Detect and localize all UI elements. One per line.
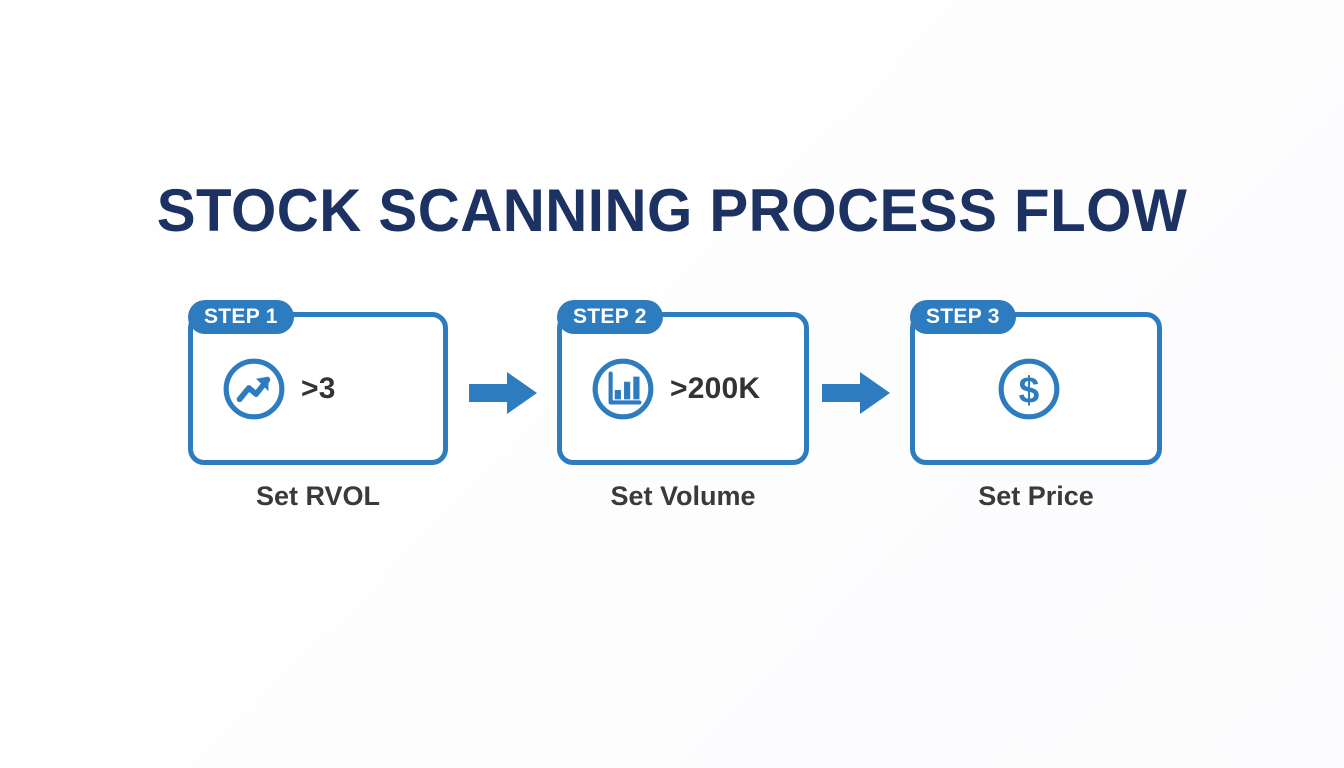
step-caption-3: Set Price — [978, 481, 1094, 511]
step-card-2[interactable]: STEP 2 >200K Set Volume — [557, 300, 809, 512]
step-card-3-box: STEP 3 $ — [910, 300, 1162, 465]
step-badge-3: STEP 3 — [910, 300, 1016, 334]
step-value-2: >200K — [670, 371, 761, 405]
page-title: STOCK SCANNING PROCESS FLOW — [156, 177, 1188, 244]
step-card-1[interactable]: STEP 1 >3 Set RVOL — [188, 300, 448, 512]
step-badge-2: STEP 2 — [557, 300, 663, 334]
step-caption-1: Set RVOL — [255, 481, 381, 511]
dollar-circle-icon: $ — [998, 358, 1060, 419]
svg-text:$: $ — [1019, 368, 1040, 410]
step-value-1: >3 — [301, 371, 336, 405]
trending-up-circle-icon — [223, 358, 285, 419]
step-card-2-box: STEP 2 >200K — [557, 300, 809, 465]
step-badge-1: STEP 1 — [188, 300, 294, 334]
step-card-2-content: >200K — [562, 317, 804, 460]
step-caption-2: Set Volume — [610, 481, 756, 511]
step-card-1-box: STEP 1 >3 — [188, 300, 448, 465]
step-card-3[interactable]: STEP 3 $ Set Price — [910, 300, 1162, 512]
arrow-right-icon — [469, 372, 537, 414]
step-card-1-content: >3 — [193, 317, 443, 460]
arrow-right-icon — [822, 372, 890, 414]
step-card-3-content: $ — [915, 317, 1157, 460]
process-flow: STEP 1 >3 Set RVOL STEP 2 — [188, 300, 1162, 512]
bar-chart-circle-icon — [592, 358, 654, 419]
